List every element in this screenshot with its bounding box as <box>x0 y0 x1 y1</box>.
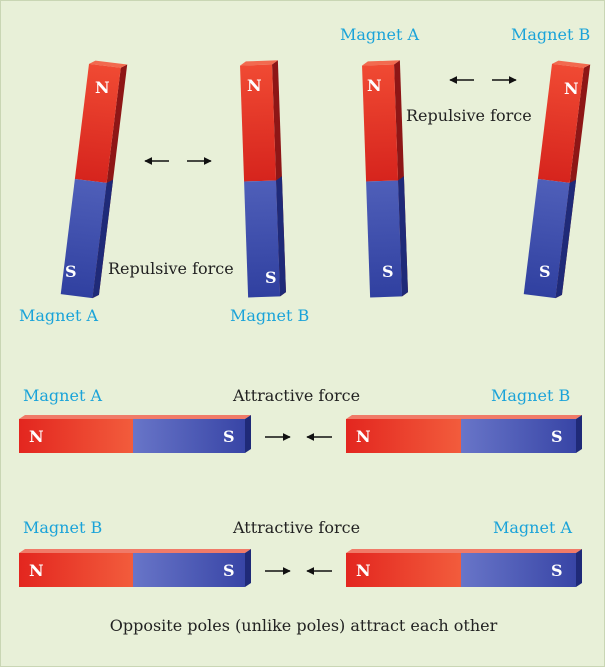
attractive-force-label: Attractive force <box>233 518 361 537</box>
magnet-horizontal-row1-right <box>346 415 582 453</box>
pole-label-north: N <box>29 561 44 580</box>
pole-label-north: N <box>367 76 382 95</box>
magnet-horizontal-row2-left <box>19 549 251 587</box>
repulsive-force-label: Repulsive force <box>108 259 234 278</box>
magnet-label: Magnet A <box>23 386 103 405</box>
pole-label-south: S <box>223 427 235 446</box>
magnet-label: Magnet B <box>230 306 310 325</box>
magnet-horizontal-row2-right <box>346 549 582 587</box>
magnet-label: Magnet B <box>23 518 103 537</box>
magnet-label: Magnet A <box>493 518 573 537</box>
pole-label-north: N <box>564 79 579 98</box>
pole-label-south: S <box>539 262 551 281</box>
pole-label-south: S <box>65 262 77 281</box>
pole-label-south: S <box>551 561 563 580</box>
magnet-vertical-3 <box>362 60 408 298</box>
magnet-vertical-2 <box>240 60 286 298</box>
pole-label-north: N <box>356 561 371 580</box>
magnet-label: Magnet A <box>19 306 99 325</box>
figure-caption: Opposite poles (unlike poles) attract ea… <box>109 616 498 635</box>
magnet-vertical-4 <box>523 60 591 299</box>
pole-label-south: S <box>382 262 394 281</box>
repulsive-force-label: Repulsive force <box>406 106 532 125</box>
pole-label-north: N <box>95 78 110 97</box>
pole-label-north: N <box>247 76 262 95</box>
pole-label-south: S <box>551 427 563 446</box>
magnet-horizontal-row1-left <box>19 415 251 453</box>
magnet-label: Magnet B <box>511 25 591 44</box>
magnet-label: Magnet B <box>491 386 571 405</box>
pole-label-south: S <box>265 268 277 287</box>
attractive-force-label: Attractive force <box>233 386 361 405</box>
magnet-label: Magnet A <box>340 25 420 44</box>
pole-label-north: N <box>29 427 44 446</box>
pole-label-north: N <box>356 427 371 446</box>
pole-label-south: S <box>223 561 235 580</box>
magnet-vertical-1 <box>60 60 128 299</box>
